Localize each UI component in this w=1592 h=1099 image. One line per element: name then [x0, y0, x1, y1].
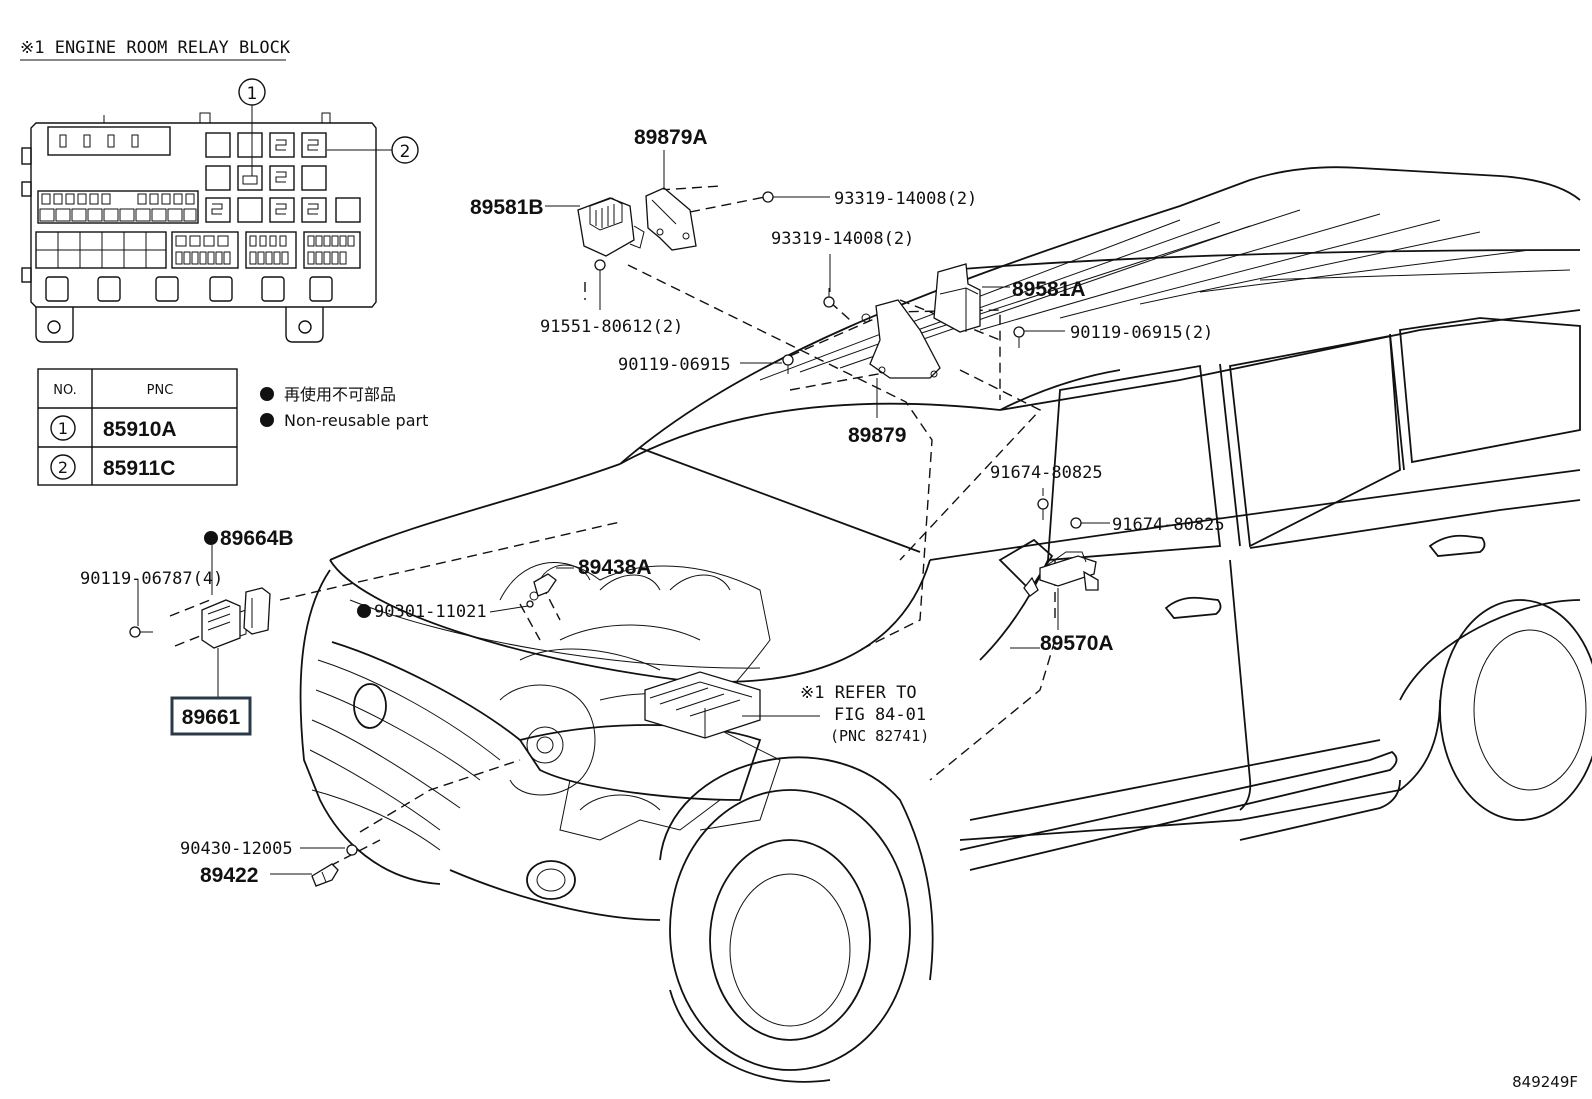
callout-2-number: 2: [400, 142, 411, 162]
refer-line-3: (PNC 82741): [830, 727, 929, 745]
vehicle-body: [299, 166, 1592, 1083]
non-reusable-bullet-90301: [357, 604, 371, 618]
pnc-row-1-circle: [50, 415, 76, 441]
sensor-89422-drawing: [311, 844, 358, 887]
label-91674-b: 91674-80825: [1112, 515, 1225, 535]
bracket-89879-drawing: [861, 299, 941, 379]
engine-sketch: [499, 562, 781, 841]
label-91674-a: 91674-80825: [990, 463, 1103, 483]
pnc-table: [37, 368, 238, 486]
label-90430: 90430-12005: [180, 839, 293, 859]
label-89581b: 89581B: [470, 196, 544, 219]
pnc-row-2-code: 85911C: [103, 457, 175, 480]
label-91551: 91551-80612(2): [540, 317, 683, 337]
label-90119-06787: 90119-06787(4): [80, 569, 223, 589]
non-reusable-bullet-89664b: [204, 531, 218, 545]
label-90301: 90301-11021: [374, 602, 487, 622]
label-93319-a: 93319-14008(2): [834, 189, 977, 209]
figure-id: 849249F: [1512, 1073, 1578, 1091]
ecu-89661-drawing: [201, 599, 247, 649]
cover-89664b-drawing: [243, 587, 271, 635]
sensor-89438a-drawing: [529, 573, 557, 601]
pnc-table-header-no: NO.: [53, 383, 77, 398]
legend-bullet-jp: [260, 387, 274, 401]
refer-line-1: ※1 REFER TO: [800, 683, 917, 703]
ecu-89581a-drawing: [933, 263, 981, 333]
label-89664b: 89664B: [220, 527, 294, 550]
highlight-box-89661[interactable]: [170, 696, 252, 736]
relay-block-drawing: [21, 112, 377, 343]
pnc-row-1-code: 85910A: [103, 418, 177, 441]
bracket-89879a-drawing: [645, 187, 697, 251]
assembly-dashed-lines: [169, 185, 1056, 867]
pnc-row-2-no: 2: [58, 458, 68, 477]
label-93319-b: 93319-14008(2): [771, 229, 914, 249]
refer-line-2: FIG 84-01: [834, 705, 926, 725]
label-89422: 89422: [200, 864, 258, 887]
legend-en-text: Non-reusable part: [284, 411, 428, 430]
legend-jp-text: 再使用不可部品: [284, 385, 396, 404]
sensor-89570a-drawing: [1023, 551, 1099, 597]
label-89661[interactable]: 89661: [182, 706, 241, 729]
pnc-row-1-no: 1: [58, 419, 68, 438]
label-90119-06915-2: 90119-06915(2): [1070, 323, 1213, 343]
leader-lines: [137, 150, 1110, 875]
pnc-table-header-pnc: PNC: [147, 383, 174, 398]
label-89581a: 89581A: [1012, 278, 1086, 301]
label-90119-06915: 90119-06915: [618, 355, 731, 375]
label-89879a: 89879A: [634, 126, 708, 149]
label-89438a: 89438A: [578, 556, 652, 579]
bolt-icon-group: [129, 191, 1090, 638]
relay-block-title: ※1 ENGINE ROOM RELAY BLOCK: [20, 38, 291, 58]
label-89879: 89879: [848, 424, 906, 447]
ecu-89581b-drawing: [577, 197, 645, 257]
label-89570a: 89570A: [1040, 632, 1114, 655]
pnc-row-2-circle: [50, 454, 76, 480]
callout-1-number: 1: [247, 84, 258, 104]
legend-bullet-en: [260, 413, 274, 427]
